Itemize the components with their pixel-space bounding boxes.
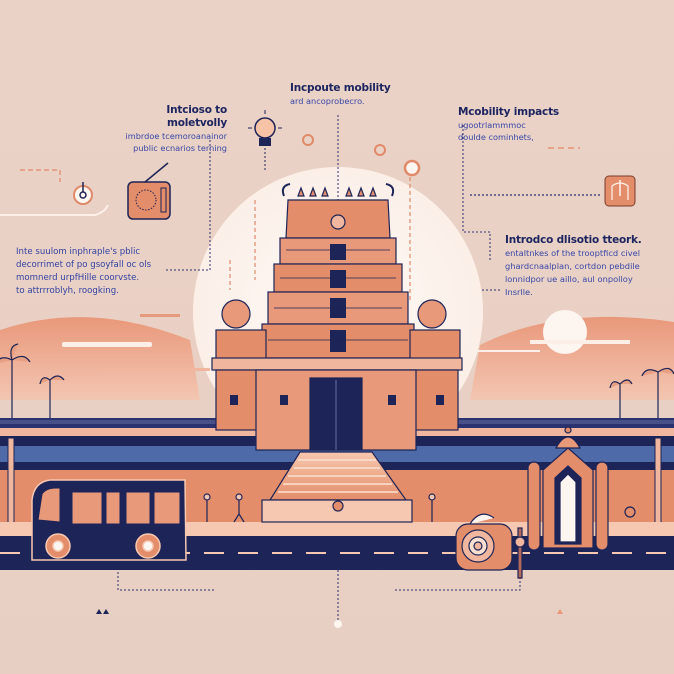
callout-heading: Intcioso to moletvolly bbox=[166, 104, 227, 129]
pin-marker-icon bbox=[73, 182, 93, 205]
salmon-connectors bbox=[0, 147, 600, 300]
temple-stairs bbox=[261, 451, 413, 523]
callout-body-line: entaltnkes of the trooptficd civel bbox=[505, 248, 641, 258]
callout-mid-left: Inte suulom inphraple's pblic decorrimet… bbox=[16, 246, 166, 298]
callout-top-center: Incpoute mobility ard ancoprobecro. bbox=[290, 82, 410, 107]
left-hill bbox=[0, 314, 210, 400]
small-node bbox=[403, 159, 421, 177]
callout-top-right: Mcobility impacts ugootrlammmoc doulde c… bbox=[458, 106, 578, 143]
callout-body-line: lonnidpor ue aillo, aul onpolloy bbox=[505, 274, 633, 284]
pedestrian-icon bbox=[203, 493, 636, 523]
temple-gopuram-icon bbox=[211, 183, 463, 451]
callout-body-line: ugootrlammmoc bbox=[458, 120, 526, 130]
bus-icon bbox=[31, 479, 187, 561]
callout-mid-right: Introdco dlisotio tteork. entaltnkes of … bbox=[505, 234, 674, 299]
tablet-app-icon bbox=[604, 175, 636, 207]
triangle-markers bbox=[96, 609, 109, 614]
callout-body-line: momnerd urpfHille coorvste. bbox=[16, 273, 140, 283]
connector-lines bbox=[117, 115, 521, 620]
radio-icon bbox=[127, 162, 171, 220]
callout-body-line: ghardcnaalplan, cortdon pebdile bbox=[505, 261, 640, 271]
small-node bbox=[374, 144, 386, 156]
callout-body-line: decorrimet of po gsoyfall oc ols bbox=[16, 260, 152, 270]
small-node bbox=[302, 134, 314, 146]
callout-body-line: public ecnarios terning bbox=[133, 143, 227, 153]
callout-heading: Mcobility impacts bbox=[458, 106, 559, 118]
callout-heading: Incpoute mobility bbox=[290, 82, 391, 94]
callout-body-line: imbrdoe tcemoroanainor bbox=[125, 131, 227, 141]
gate-arch-icon bbox=[527, 426, 609, 551]
palm-tree-icon bbox=[0, 343, 674, 420]
camera-lens-icon bbox=[455, 513, 526, 579]
lightbulb-icon bbox=[248, 110, 282, 170]
callout-top-left: Intcioso to moletvolly imbrdoe tcemoroan… bbox=[107, 104, 227, 154]
callout-body-line: to attrrroblyh, roogking. bbox=[16, 286, 119, 296]
callout-body-line: ard ancoprobecro. bbox=[290, 96, 365, 106]
callout-body-line: doulde cominhets, bbox=[458, 132, 534, 142]
callout-heading: Introdco dlisotio tteork. bbox=[505, 234, 642, 246]
callout-body-line: Inte suulom inphraple's pblic bbox=[16, 247, 141, 257]
right-hill bbox=[460, 310, 674, 400]
callout-body-line: Insrlle. bbox=[505, 287, 533, 297]
